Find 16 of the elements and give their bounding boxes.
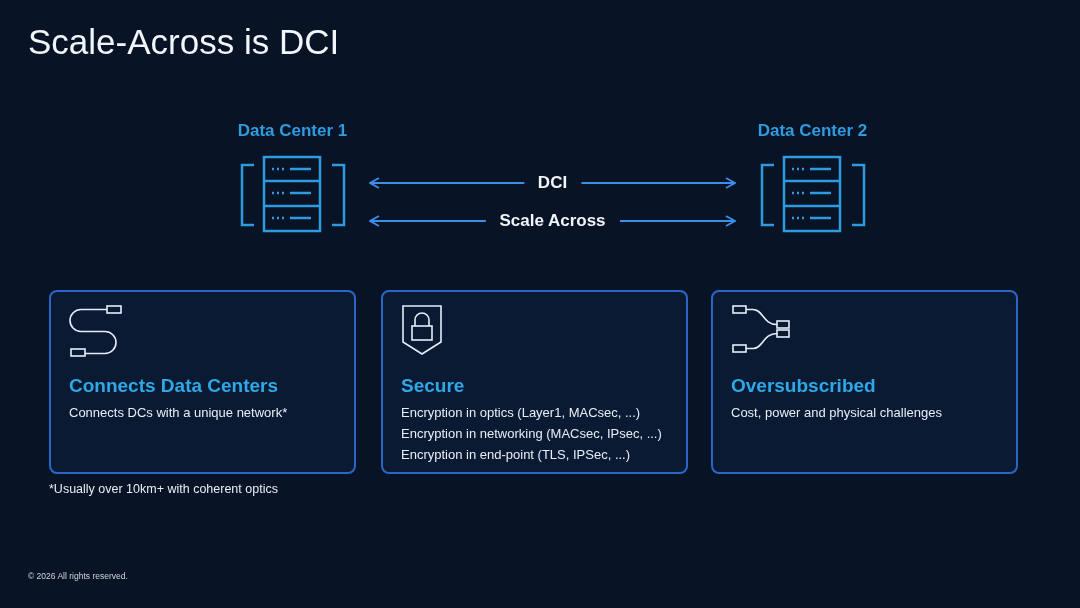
- feature-card: [381, 290, 688, 474]
- data-center-label: Data Center 2: [757, 120, 868, 142]
- data-center-label: Data Center 1: [237, 120, 348, 142]
- card-text: Cost, power and physical challenges: [731, 403, 943, 422]
- card-heading: Connects Data Centers: [69, 374, 280, 398]
- slide-title: Scale-Across is DCI: [28, 21, 340, 63]
- card-text: Encryption in networking (MACsec, IPsec, ...): [401, 424, 663, 443]
- card-text: Encryption in optics (Layer1, MACsec, ...): [401, 403, 642, 422]
- card-text: Encryption in end-point (TLS, IPSec, ...): [401, 445, 632, 464]
- footnote: *Usually over 10km+ with coherent optics: [49, 481, 278, 498]
- feature-card: [49, 290, 356, 474]
- feature-card: [711, 290, 1018, 474]
- card-heading: Oversubscribed: [731, 374, 877, 398]
- card-heading: Secure: [401, 374, 466, 398]
- card-text: Connects DCs with a unique network*: [69, 403, 289, 422]
- copyright-notice: © 2026 All rights reserved.: [28, 570, 128, 583]
